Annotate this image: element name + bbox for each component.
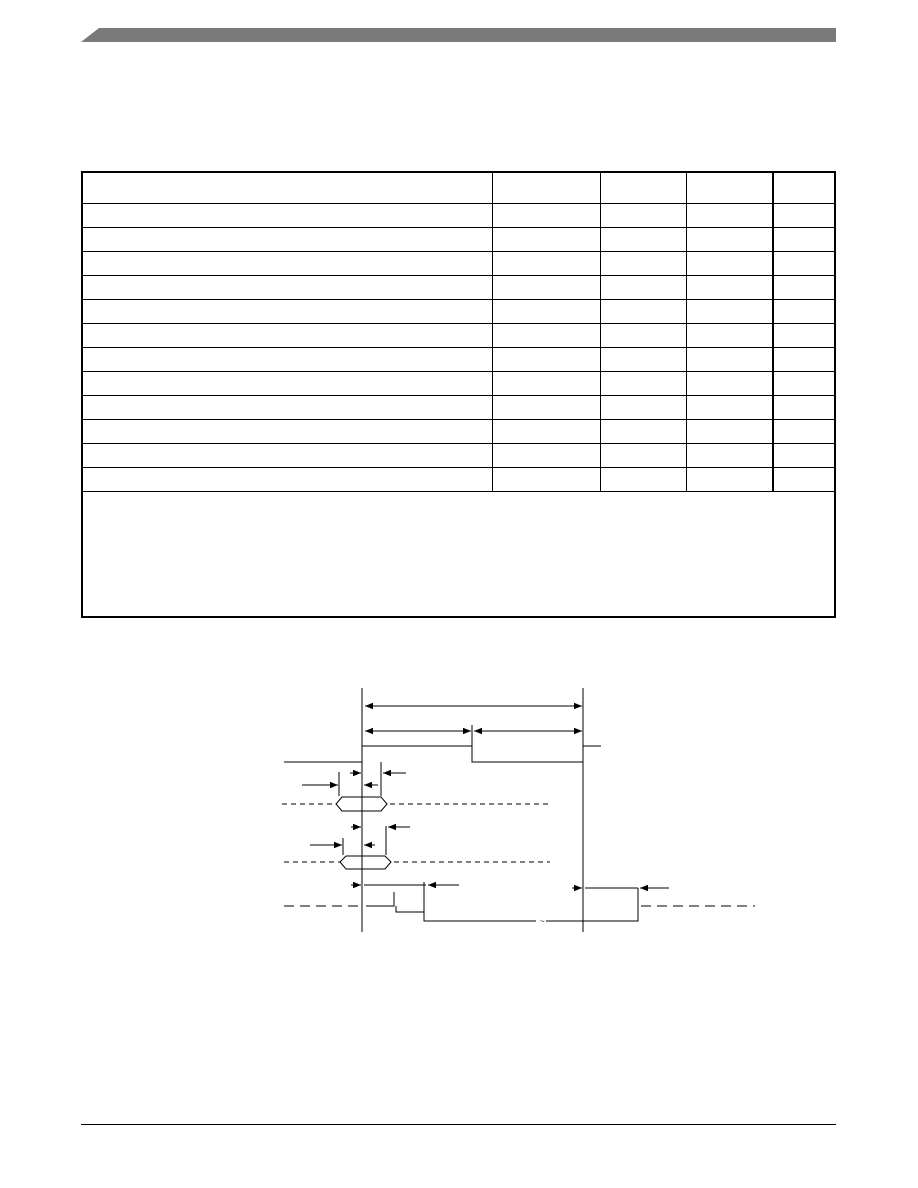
clock-waveform xyxy=(362,745,601,763)
table-row-rule xyxy=(83,395,834,396)
table-row-rule xyxy=(83,443,834,444)
data-2-valid-window xyxy=(339,855,392,870)
table-column-rule xyxy=(772,173,774,491)
table-header-rule xyxy=(83,203,834,204)
table-column-rule xyxy=(492,173,493,491)
page-header-band xyxy=(81,28,836,42)
table-row-rule xyxy=(83,323,834,324)
output-waveform-low xyxy=(395,882,536,922)
spec-table xyxy=(81,171,836,618)
table-column-rule xyxy=(686,173,687,491)
table-row-rule xyxy=(83,419,834,420)
data-1-valid-window xyxy=(335,796,388,812)
output-waveform xyxy=(366,892,395,907)
table-row-rule xyxy=(83,251,834,252)
output-waveform-return xyxy=(546,888,639,922)
table-row-rule xyxy=(83,227,834,228)
table-column-rule xyxy=(600,173,601,491)
table-row-rule xyxy=(83,347,834,348)
output-break-mark: ~ xyxy=(540,917,545,926)
table-row-rule xyxy=(83,371,834,372)
table-row-rule xyxy=(83,467,834,468)
table-footnote-rule xyxy=(83,491,834,492)
table-row-rule xyxy=(83,299,834,300)
page-footer-rule xyxy=(81,1124,836,1125)
table-row-rule xyxy=(83,275,834,276)
